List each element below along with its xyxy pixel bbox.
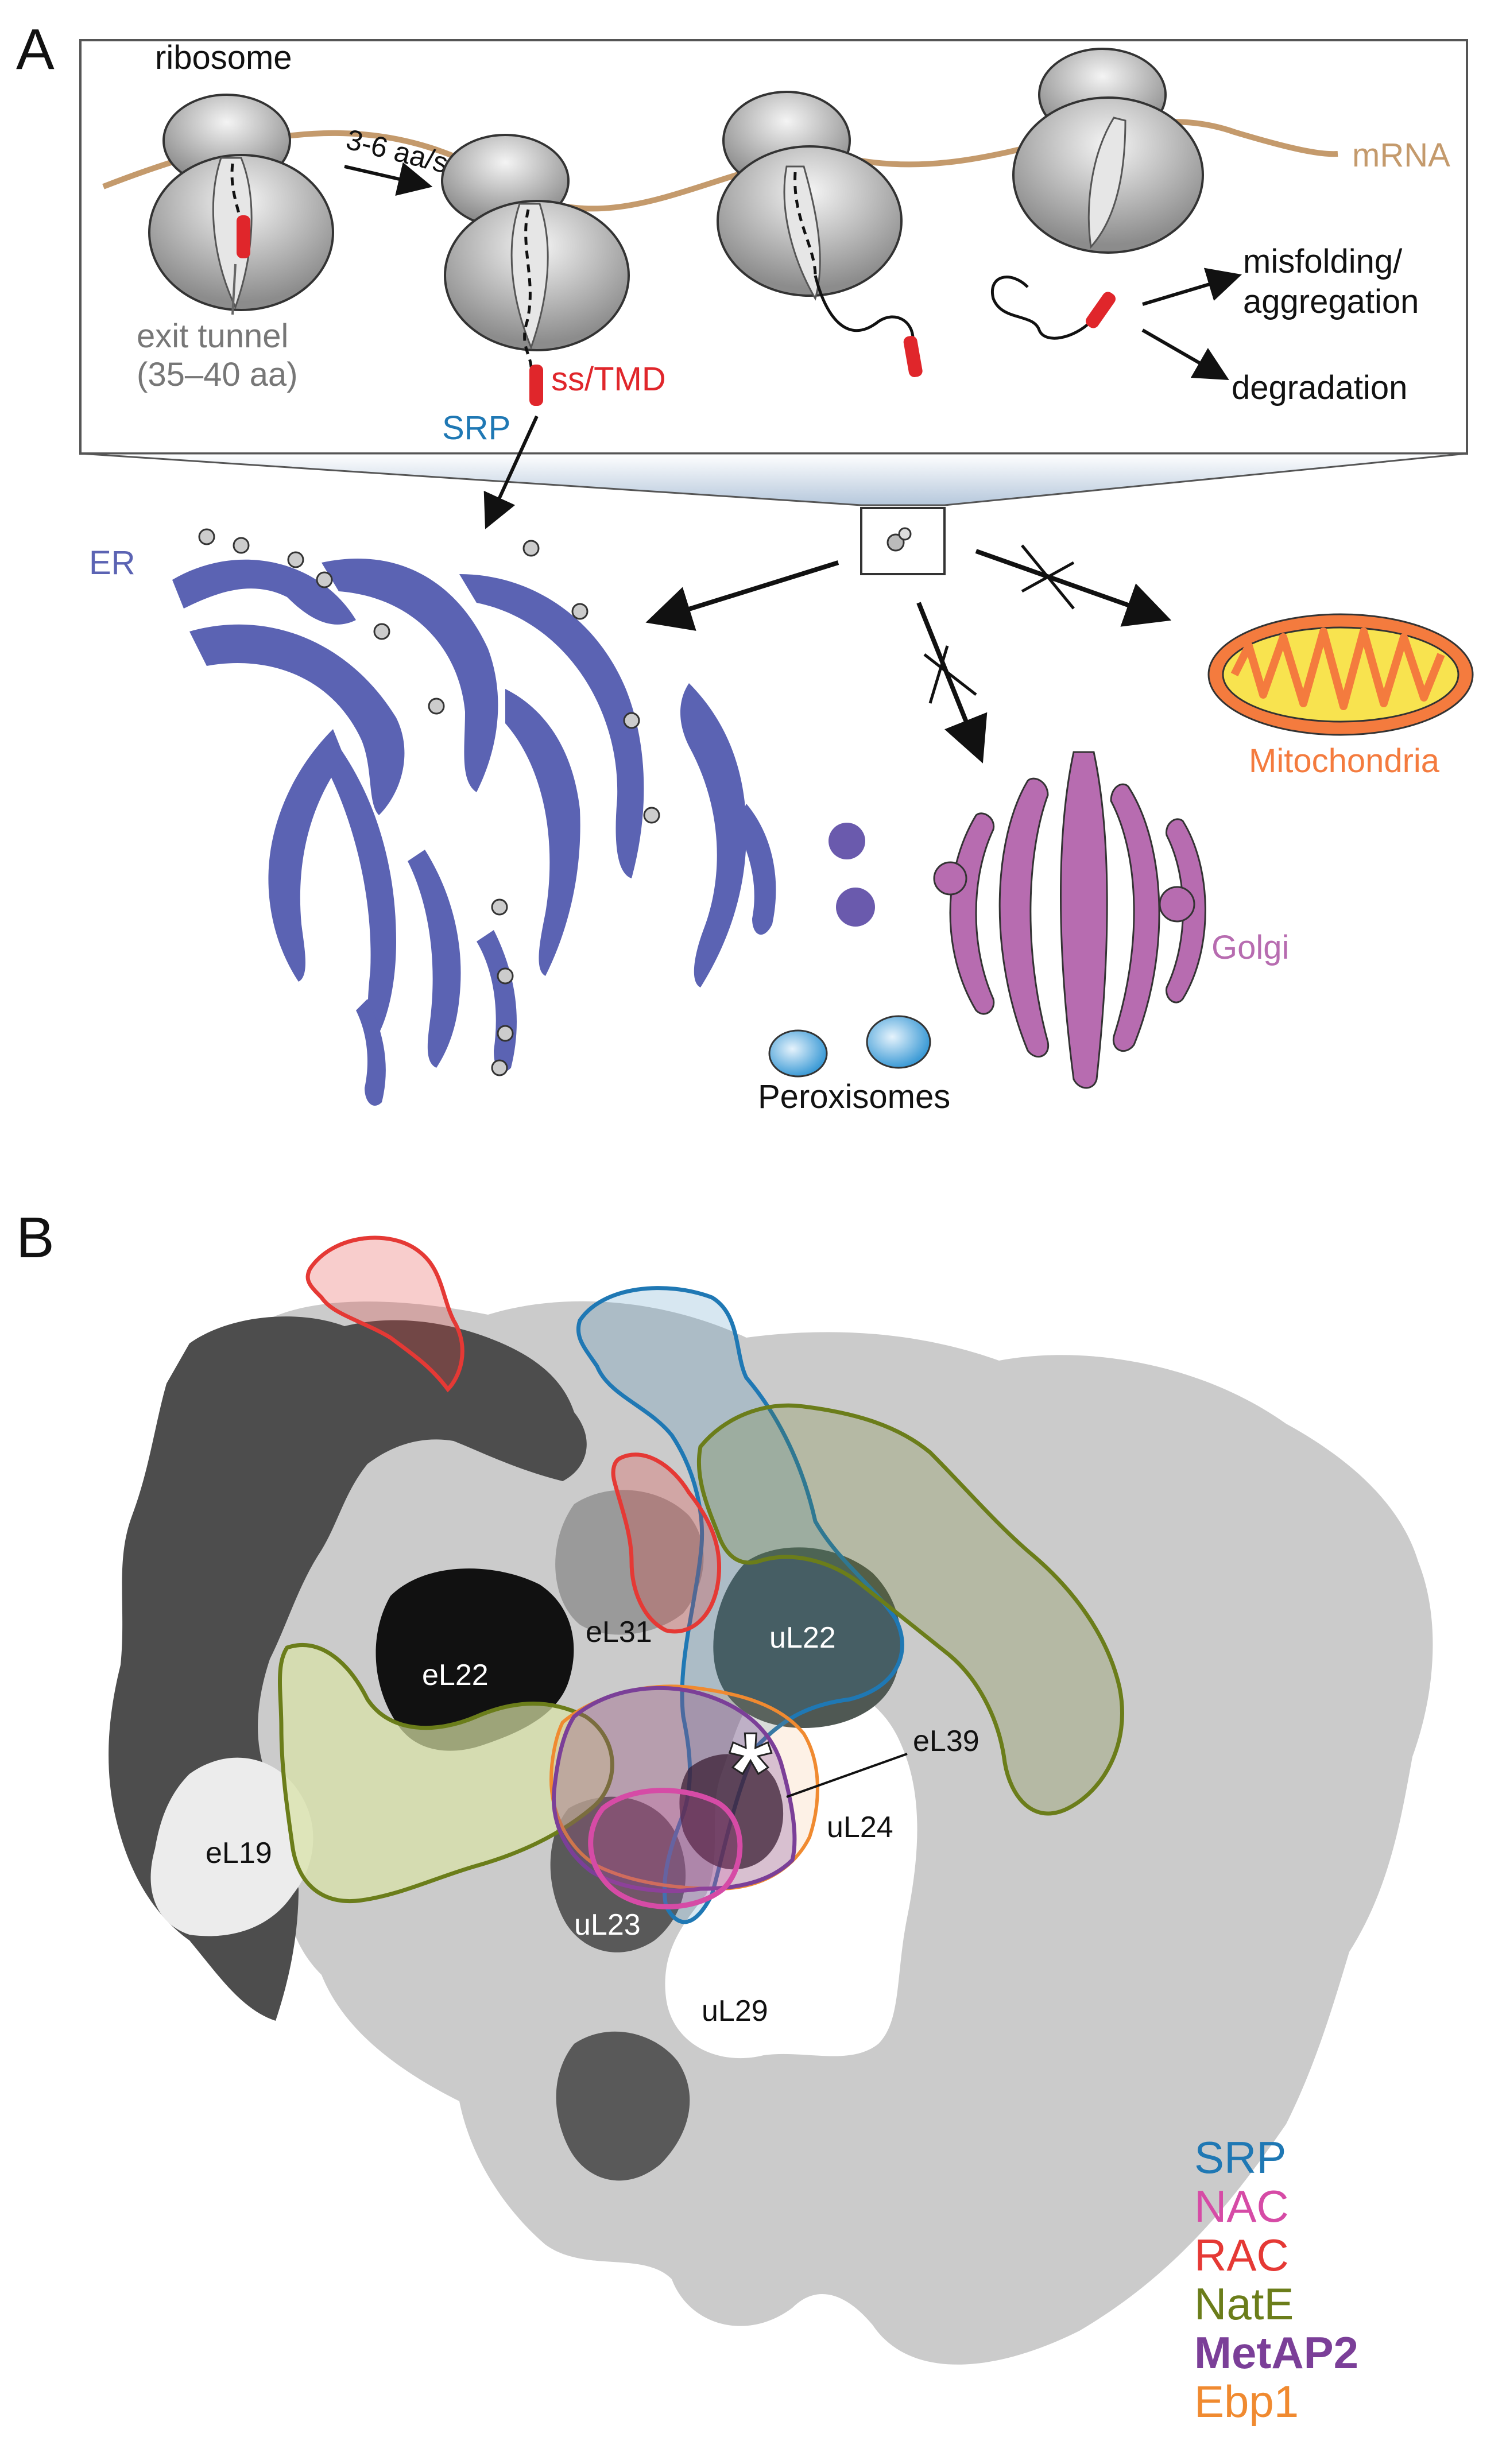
legend: SRP NAC RAC NatE MetAP2 Ebp1 <box>1194 2132 1358 2427</box>
srp-arrow <box>483 415 539 529</box>
released-chain <box>991 276 1092 340</box>
mitochondria-label: Mitochondria <box>1249 742 1440 780</box>
signal-sequence-label: ss/TMD <box>551 361 666 398</box>
exit-tunnel-label-1: exit tunnel <box>137 317 288 355</box>
zoom-fan <box>80 452 1468 506</box>
el39-pointer <box>786 1753 908 1798</box>
ribosome-3 <box>717 91 923 377</box>
el31-protein <box>555 1490 704 1635</box>
golgi-organelle <box>933 751 1206 1089</box>
protein-label-el22: eL22 <box>422 1659 489 1692</box>
protein-label-el31: eL31 <box>586 1615 652 1649</box>
peroxisome <box>768 1029 828 1078</box>
rac-footprint-mid <box>611 1452 721 1634</box>
peroxisome <box>866 1015 931 1069</box>
golgi-label: Golgi <box>1211 929 1289 966</box>
ribosome-2 <box>441 134 630 406</box>
mitochondrion <box>1207 613 1474 736</box>
el19-patch <box>150 1757 313 1936</box>
nate-footprint-right <box>696 1403 1124 1816</box>
protein-label-ul24: uL24 <box>827 1811 893 1844</box>
legend-item-nate: NatE <box>1194 2279 1294 2329</box>
mrna-label: mRNA <box>1352 137 1450 174</box>
ribosome-label: ribosome <box>155 39 292 76</box>
ul22-protein <box>713 1547 901 1728</box>
er-label: ER <box>89 544 135 582</box>
er-bound-ribosomes <box>198 528 660 1076</box>
dark-patch-bottom <box>556 2031 690 2181</box>
protein-label-el19: eL19 <box>206 1837 272 1870</box>
vesicle <box>829 823 865 859</box>
active-site-marker: * <box>729 1710 772 1832</box>
protein-label-ul22: uL22 <box>769 1621 836 1655</box>
ribosome-4 <box>1012 48 1204 254</box>
nate-footprint-left <box>278 1643 614 1903</box>
degradation-arrow <box>1141 328 1229 380</box>
peroxisomes-label: Peroxisomes <box>758 1078 950 1115</box>
exit-tunnel-label-2: (35–40 aa) <box>137 356 298 393</box>
legend-item-rac: RAC <box>1194 2230 1289 2280</box>
inset-box <box>79 39 1468 506</box>
nac-footprint <box>588 1788 743 1909</box>
protein-label-ul23: uL23 <box>574 1908 641 1942</box>
protein-label-el39: eL39 <box>913 1725 980 1758</box>
legend-item-srp: SRP <box>1194 2132 1286 2183</box>
arrow-to-er <box>645 560 839 631</box>
panel-b-label: B <box>16 1206 55 1270</box>
panel-a-label: A <box>16 17 55 82</box>
vesicle <box>836 888 875 927</box>
arrow-to-golgi <box>916 602 988 764</box>
er-organelle <box>172 559 776 1106</box>
misfolding-arrow <box>1142 268 1242 306</box>
rac-footprint-top <box>305 1235 464 1393</box>
protein-label-ul29: uL29 <box>702 1994 768 2028</box>
arrow-to-mito <box>975 549 1172 627</box>
legend-item-nac: NAC <box>1194 2181 1289 2231</box>
degradation-label: degradation <box>1232 369 1407 406</box>
legend-item-metap2: MetAP2 <box>1194 2327 1358 2378</box>
rate-arrow <box>344 162 433 196</box>
misfolding-label-2: aggregation <box>1243 283 1419 320</box>
srp-label: SRP <box>442 409 510 447</box>
exit-tunnel-pointer <box>231 264 237 315</box>
ribosome-1 <box>148 94 334 311</box>
legend-item-ebp1: Ebp1 <box>1194 2376 1299 2427</box>
misfolding-label-1: misfolding/ <box>1243 243 1403 280</box>
